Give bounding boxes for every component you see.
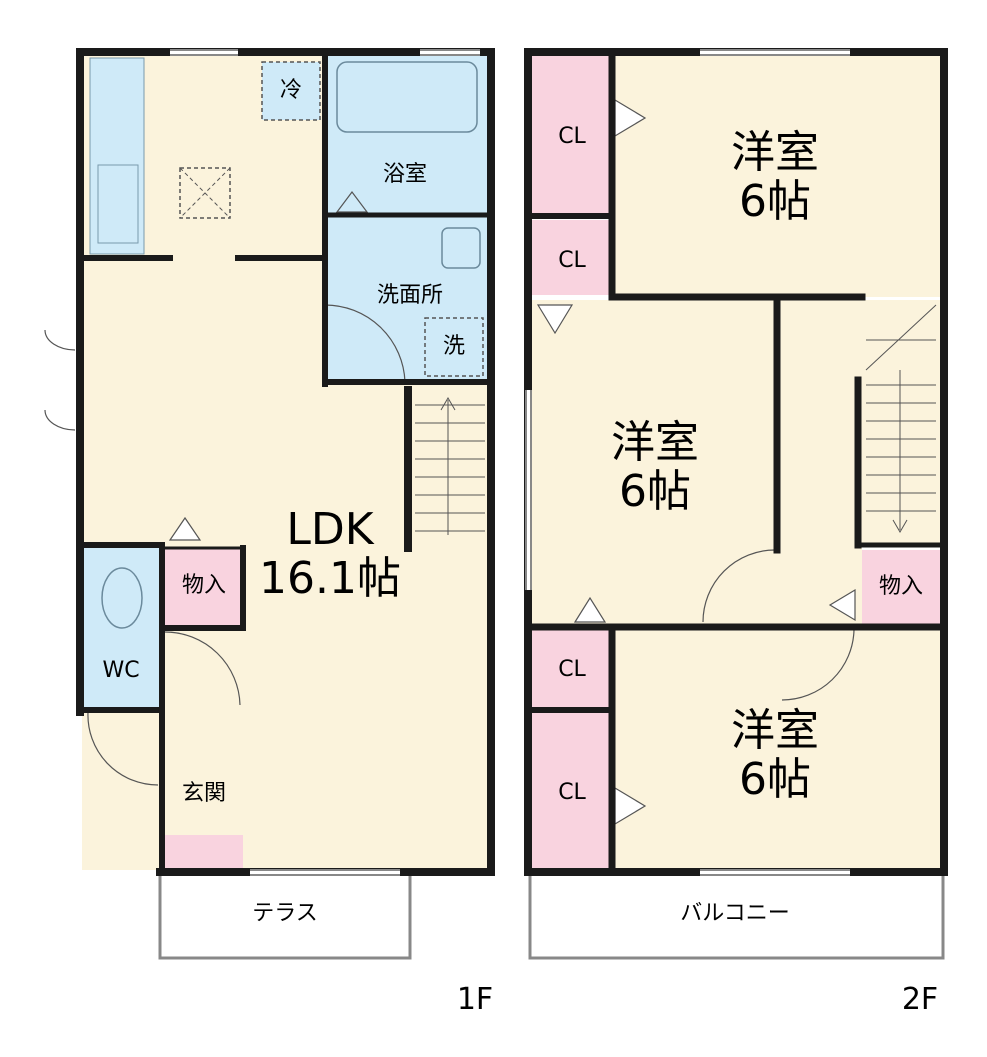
entrance-label: 玄関 (181, 781, 226, 806)
toilet-icon (101, 567, 143, 629)
balcony-label: バルコニー (680, 901, 790, 926)
balcony-area (528, 870, 945, 960)
door-swing-icon (87, 711, 159, 786)
stairs-2f (865, 304, 937, 533)
fridge-box (261, 61, 321, 121)
bath-label: 浴室 (382, 162, 427, 187)
western-bottom-label: 洋室 6帖 (731, 705, 819, 806)
terrace-area (158, 870, 412, 960)
entrance-room (165, 710, 243, 835)
floor-1-plan (44, 48, 495, 960)
western-room-mid (532, 300, 777, 625)
western-room-top (612, 52, 942, 297)
closet-arrow-icon (536, 304, 574, 335)
storage-1f-label: 物入 (181, 573, 226, 598)
window-arc-icon (44, 329, 76, 351)
window-arc-icon (44, 409, 76, 431)
washroom-label: 洗面所 (376, 283, 443, 308)
closet-4-label: CL (558, 780, 586, 805)
walls-1f (76, 48, 495, 876)
closet-1-label: CL (558, 124, 586, 149)
terrace-label: テラス (252, 901, 318, 926)
fridge-label: 冷 (279, 78, 302, 103)
door-swing-icon (164, 631, 241, 706)
closet-2-label: CL (558, 248, 586, 273)
windows-1f (170, 49, 480, 876)
entry-arrow-icon (168, 516, 202, 541)
western-room-bottom (612, 630, 942, 872)
storage-2f-label: 物入 (878, 574, 923, 599)
door-swing-icon (702, 549, 776, 623)
stairs-2f-area (862, 300, 940, 545)
entry-arrow-icon (335, 191, 369, 213)
walls-2f (524, 48, 948, 876)
windows-2f (525, 49, 850, 876)
sink-icon (97, 164, 139, 244)
storage-2f-room (862, 550, 940, 625)
storage-1f-room (165, 548, 243, 626)
floor-2-label: 2F (901, 982, 939, 1017)
wash-basin-icon (441, 227, 481, 269)
range-hood-box (179, 167, 231, 219)
closet-arrow-icon (828, 588, 856, 622)
closet-3-label: CL (558, 657, 586, 682)
ldk-label: LDK 16.1帖 (259, 504, 401, 605)
closet-4 (532, 712, 610, 872)
closet-3 (532, 630, 610, 708)
stairs-1f (415, 397, 485, 535)
floor-1-label: 1F (456, 982, 494, 1017)
door-swing-icon (781, 629, 855, 701)
hallway-2f (777, 300, 862, 630)
western-top-label: 洋室 6帖 (731, 127, 819, 228)
western-mid-label: 洋室 6帖 (611, 417, 699, 518)
washer-box (424, 317, 484, 377)
closet-1 (532, 52, 610, 214)
floor-2-plan (524, 48, 948, 960)
washer-label: 洗 (442, 334, 465, 359)
closet-2 (532, 220, 610, 295)
wc-label: WC (102, 658, 140, 683)
closet-arrow-icon (573, 596, 607, 623)
bathtub-icon (336, 61, 478, 133)
door-swing-icon (324, 304, 406, 383)
entrance-step (165, 835, 243, 870)
